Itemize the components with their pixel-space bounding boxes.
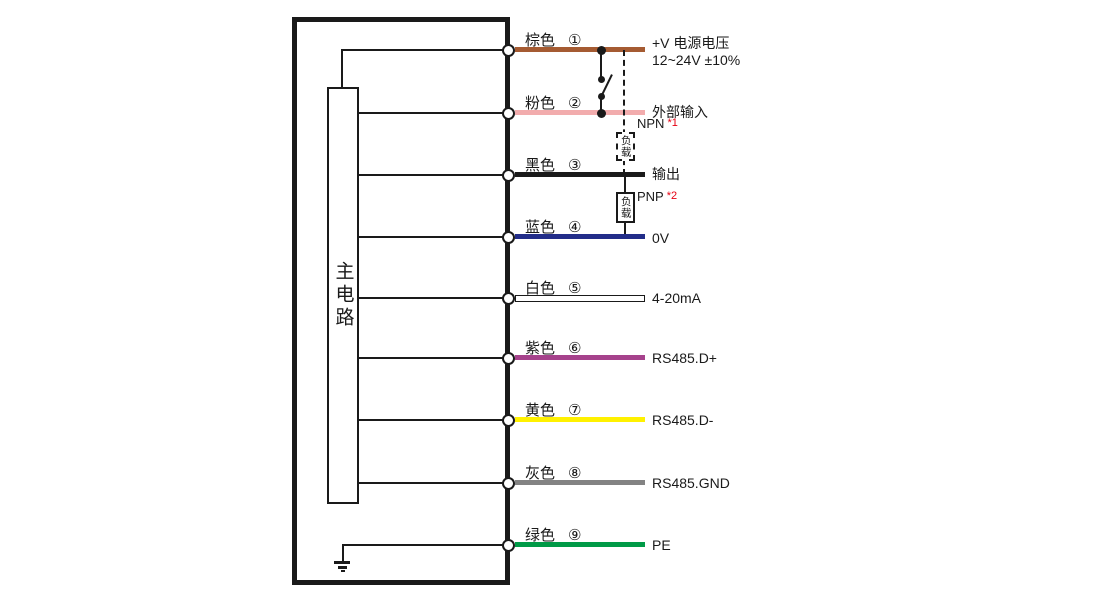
wire-6-internal-line — [358, 357, 505, 359]
earth-ground-icon — [334, 561, 350, 564]
wire-1-internal-line — [341, 49, 505, 51]
pnp-annotation: PNP*2 — [637, 189, 678, 204]
npn-footnote: *1 — [667, 117, 678, 129]
wire-line-green — [515, 542, 645, 547]
wire-function-6: RS485.D+ — [652, 350, 717, 366]
switch-junction-dot — [597, 46, 606, 55]
wire-line-purple — [515, 355, 645, 360]
wire-2-internal-line — [358, 112, 505, 114]
terminal-node-9 — [502, 539, 515, 552]
wire-function-4: 0V — [652, 230, 670, 246]
wire-line-blue — [515, 234, 645, 239]
wire-number-2: ② — [568, 95, 582, 112]
wire-function-5: 4-20mA — [652, 290, 702, 306]
main-circuit-box: 主电路 — [327, 87, 359, 504]
npn-load-label: 负载 — [619, 135, 632, 158]
terminal-node-6 — [502, 352, 515, 365]
wire-function-9: PE — [652, 537, 671, 553]
wire-4-internal-line — [358, 236, 505, 238]
wire-line-pink — [515, 110, 645, 115]
wire-1-internal-drop — [341, 49, 343, 89]
pnp-load-box: 负载 — [616, 192, 635, 223]
wire-line-yellow — [515, 417, 645, 422]
wire-number-9: ⑨ — [568, 527, 582, 544]
earth-ground-icon — [338, 566, 347, 569]
wire-7-internal-line — [358, 419, 505, 421]
terminal-node-7 — [502, 414, 515, 427]
wire-8-internal-line — [358, 482, 505, 484]
switch-lead-bottom — [600, 97, 602, 113]
npn-annotation: NPN*1 — [637, 116, 678, 131]
wire-3-internal-line — [358, 174, 505, 176]
wire-function-7: RS485.D- — [652, 412, 714, 428]
terminal-node-3 — [502, 169, 515, 182]
switch-junction-dot — [597, 109, 606, 118]
switch-contact-dot — [598, 93, 605, 100]
terminal-node-8 — [502, 477, 515, 490]
wire-line-white — [515, 295, 645, 302]
wire-function-8: RS485.GND — [652, 475, 730, 491]
wire-number-5: ⑤ — [568, 280, 582, 297]
switch-lead-top — [600, 50, 602, 79]
pnp-load-label: 负载 — [619, 196, 632, 219]
terminal-node-5 — [502, 292, 515, 305]
wire-function-2: 外部输入 — [652, 104, 708, 120]
wire-line-black — [515, 172, 645, 177]
terminal-node-4 — [502, 231, 515, 244]
wire-function-1: +V 电源电压 12~24V ±10% — [652, 35, 741, 68]
wire-number-8: ⑧ — [568, 465, 582, 482]
wire-9-internal-line — [342, 544, 505, 546]
earth-ground-icon — [341, 570, 345, 572]
wire-line-brown — [515, 47, 645, 52]
wire-number-4: ④ — [568, 219, 582, 236]
terminal-node-2 — [502, 107, 515, 120]
wire-function-3: 输出 — [652, 166, 680, 182]
pnp-footnote: *2 — [666, 190, 678, 202]
wire-number-3: ③ — [568, 157, 582, 174]
switch-contact-dot — [598, 76, 605, 83]
wire-number-7: ⑦ — [568, 402, 582, 419]
npn-load-dashed-line — [623, 50, 625, 175]
device-outline-box — [292, 17, 510, 585]
wire-5-internal-line — [358, 297, 505, 299]
main-circuit-label: 主电路 — [332, 261, 354, 330]
terminal-node-1 — [502, 44, 515, 57]
wire-9-ground-drop — [342, 544, 344, 562]
wire-number-6: ⑥ — [568, 340, 582, 357]
npn-load-box: 负载 — [616, 132, 635, 161]
wire-number-1: ① — [568, 32, 582, 49]
wire-line-gray — [515, 480, 645, 485]
